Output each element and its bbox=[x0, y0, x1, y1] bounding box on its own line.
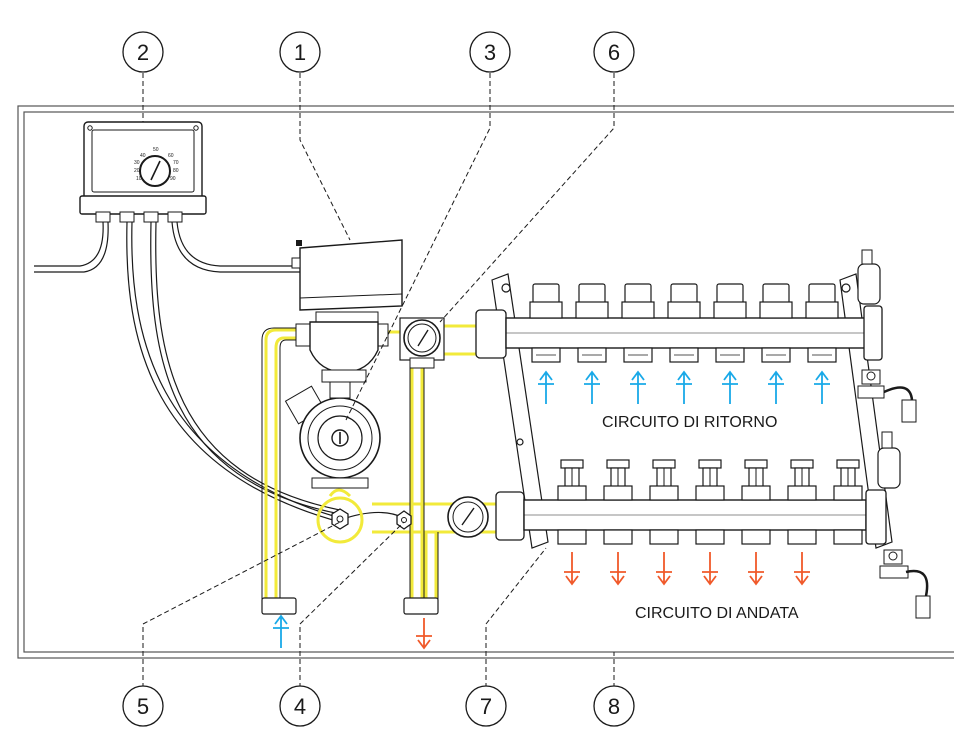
immersion-sensor-fitting bbox=[396, 510, 412, 530]
flow-meter bbox=[833, 459, 863, 545]
supply-circuit-label: CIRCUITO DI ANDATA bbox=[635, 605, 799, 622]
flow-meter bbox=[557, 459, 587, 545]
callout-number: 7 bbox=[480, 694, 492, 719]
callout-number: 3 bbox=[484, 40, 496, 65]
return-valve-head bbox=[529, 283, 563, 363]
return-flow-arrow-icon bbox=[722, 370, 738, 404]
flow-meter bbox=[603, 459, 633, 545]
return-circuit-label: CIRCUITO DI RITORNO bbox=[602, 414, 777, 431]
gauge-scale-label: 40 bbox=[140, 153, 146, 159]
mounting-box bbox=[17, 105, 954, 659]
supply-flow-arrow-icon bbox=[794, 552, 810, 586]
temperature-sensor-fitting bbox=[331, 508, 349, 530]
callout-number: 4 bbox=[294, 694, 306, 719]
callout-number: 2 bbox=[137, 40, 149, 65]
flow-meter bbox=[695, 459, 725, 545]
flow-meter bbox=[787, 459, 817, 545]
callout-2: 2 bbox=[122, 31, 164, 73]
mixing-valve bbox=[295, 311, 389, 383]
callout-number: 5 bbox=[137, 694, 149, 719]
return-flow-arrow-icon bbox=[630, 370, 646, 404]
gauge-scale-label: 70 bbox=[173, 160, 179, 166]
thermometer-dial: 50 40 60 30 70 20 80 10 90 bbox=[134, 147, 179, 187]
callout-number: 8 bbox=[608, 694, 620, 719]
return-gauge bbox=[399, 317, 445, 369]
supply-gauge bbox=[447, 496, 489, 538]
callout-4: 4 bbox=[279, 685, 321, 727]
return-flow-arrow-icon bbox=[768, 370, 784, 404]
thermostat-controller: 50 40 60 30 70 20 80 10 90 bbox=[79, 121, 207, 223]
return-valve-head bbox=[805, 283, 839, 363]
supply-arrows bbox=[564, 552, 810, 586]
return-flow-arrow-icon bbox=[584, 370, 600, 404]
return-flow-arrow-icon bbox=[676, 370, 692, 404]
flow-meter bbox=[741, 459, 771, 545]
supply-flow-meters bbox=[557, 459, 863, 545]
gauge-scale-label: 30 bbox=[134, 160, 140, 166]
supply-flow-arrow-icon bbox=[748, 552, 764, 586]
flow-meter bbox=[649, 459, 679, 545]
air-vent-icon bbox=[857, 249, 881, 305]
return-valve-heads bbox=[529, 283, 839, 363]
return-flow-arrow-icon bbox=[538, 370, 554, 404]
supply-flow-arrow-icon bbox=[564, 552, 580, 586]
return-flow-arrow-icon bbox=[814, 370, 830, 404]
return-manifold bbox=[475, 249, 917, 423]
return-valve-head bbox=[713, 283, 747, 363]
callout-number: 6 bbox=[608, 40, 620, 65]
supply-flow-arrow-icon bbox=[416, 618, 432, 650]
bottom-fittings bbox=[261, 597, 439, 615]
supply-flow-arrow-icon bbox=[610, 552, 626, 586]
callout-7: 7 bbox=[465, 685, 507, 727]
yellow-pipe-lines bbox=[264, 324, 500, 600]
supply-flow-arrow-icon bbox=[656, 552, 672, 586]
gauge-scale-label: 20 bbox=[134, 168, 140, 174]
callout-1: 1 bbox=[279, 31, 321, 73]
callout-3: 3 bbox=[469, 31, 511, 73]
supply-flow-arrow-icon bbox=[702, 552, 718, 586]
gauge-scale-label: 10 bbox=[136, 176, 142, 182]
gauge-scale-label: 90 bbox=[170, 176, 176, 182]
return-valve-head bbox=[575, 283, 609, 363]
gauge-scale-label: 60 bbox=[168, 153, 174, 159]
leader-lines bbox=[142, 73, 615, 688]
circulator-pump bbox=[284, 381, 381, 489]
return-valve-head bbox=[667, 283, 701, 363]
callout-6: 6 bbox=[593, 31, 635, 73]
callout-5: 5 bbox=[122, 685, 164, 727]
return-valve-head bbox=[621, 283, 655, 363]
air-vent-icon bbox=[877, 431, 901, 489]
gauge-scale-label: 80 bbox=[173, 168, 179, 174]
return-valve-head bbox=[759, 283, 793, 363]
callout-8: 8 bbox=[593, 685, 635, 727]
return-arrows bbox=[538, 370, 830, 404]
gauge-scale-label: 50 bbox=[153, 147, 159, 153]
callout-number: 1 bbox=[294, 40, 306, 65]
supply-manifold bbox=[495, 431, 931, 619]
valve-actuator bbox=[291, 239, 403, 311]
return-flow-arrow-icon bbox=[273, 614, 289, 648]
callout-markers: 2 1 3 6 5 4 7 8 bbox=[122, 31, 635, 727]
pipe-outlines bbox=[261, 327, 439, 600]
